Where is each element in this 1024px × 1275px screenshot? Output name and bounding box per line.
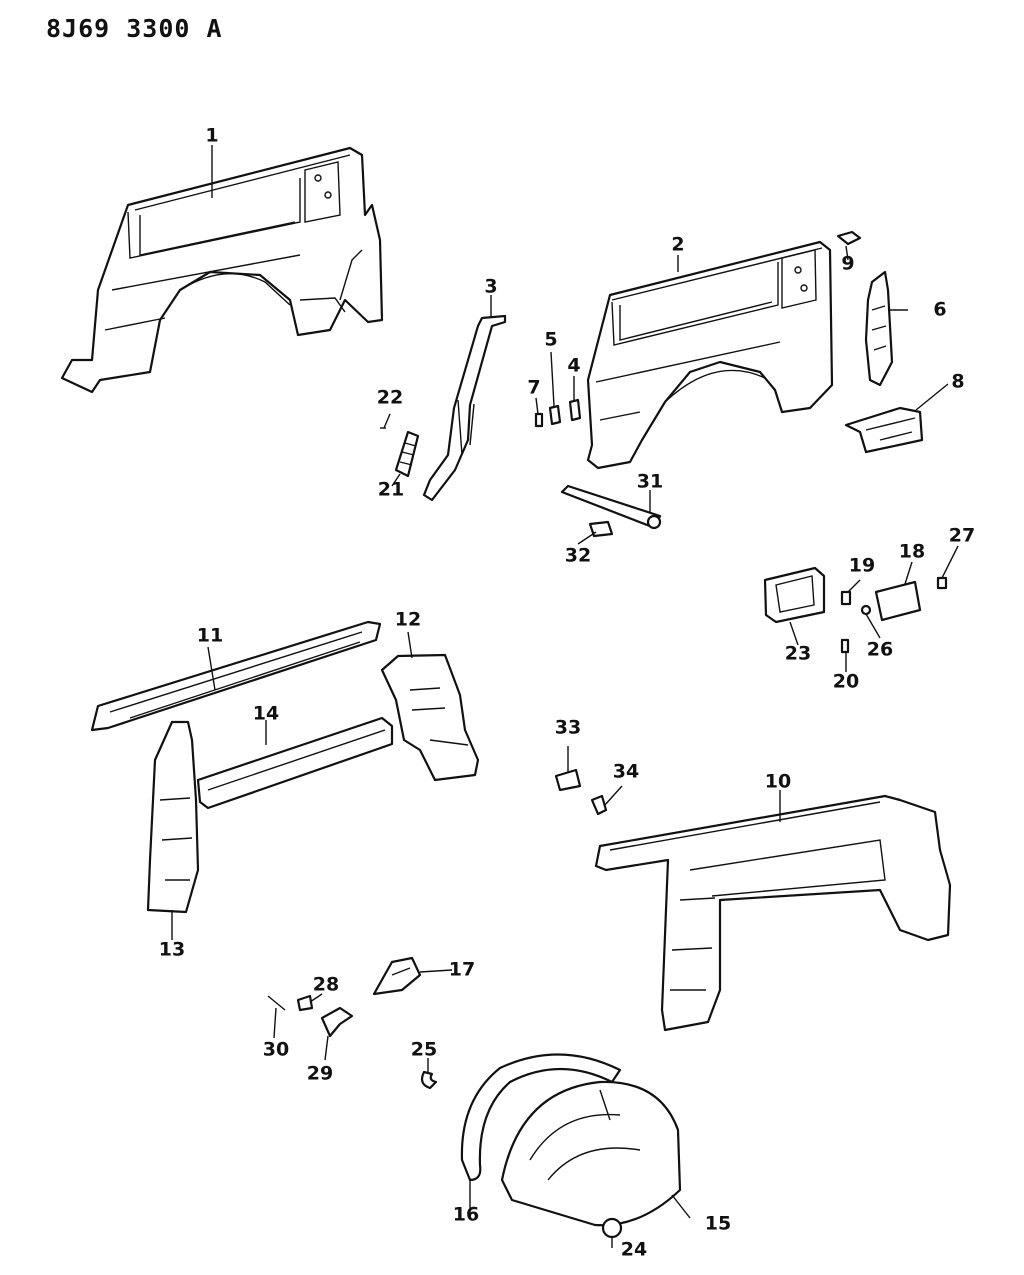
part-12-rear-corner	[380, 653, 480, 782]
callout-22: 22	[377, 387, 403, 409]
callout-9: 9	[841, 253, 854, 275]
callout-26: 26	[867, 639, 893, 661]
part-9-clip	[836, 230, 862, 246]
part-18-filler-door	[874, 580, 922, 622]
callout-29: 29	[307, 1063, 333, 1085]
part-11-upper-rail	[90, 620, 382, 732]
callout-24: 24	[621, 1239, 647, 1261]
part-20-screw	[840, 638, 850, 654]
callout-30: 30	[263, 1039, 289, 1061]
callout-15: 15	[705, 1213, 731, 1235]
callout-4: 4	[567, 355, 580, 377]
part-13-pillar	[146, 720, 200, 914]
part-25-clip	[420, 1070, 438, 1090]
callout-17: 17	[449, 959, 475, 981]
part-10-frame-assembly	[594, 794, 952, 1032]
callout-10: 10	[765, 771, 791, 793]
part-3-pillar-bracket	[422, 314, 507, 502]
part-14-sill-panel	[196, 716, 394, 810]
part-16-wheelhouse-flange	[460, 1053, 622, 1182]
part-19-screw	[840, 590, 852, 606]
callout-12: 12	[395, 609, 421, 631]
part-28-nut	[296, 994, 314, 1012]
callout-1: 1	[205, 125, 218, 147]
leader-lines	[171, 145, 959, 1248]
callout-2: 2	[671, 234, 684, 256]
part-5-clip	[548, 404, 562, 426]
part-21-spring	[394, 430, 420, 478]
part-17-bracket	[372, 956, 422, 996]
part-7-screw	[534, 412, 544, 428]
part-2-quarter-panel-right	[586, 240, 834, 470]
callout-13: 13	[159, 939, 185, 961]
callout-11: 11	[197, 625, 223, 647]
callout-27: 27	[949, 525, 975, 547]
part-24-plug	[601, 1217, 623, 1239]
callout-6: 6	[933, 299, 946, 321]
part-26-bumper	[860, 604, 872, 616]
part-31-rod	[560, 484, 662, 530]
part-6-corner-pillar	[864, 270, 894, 387]
callout-25: 25	[411, 1039, 437, 1061]
part-8-bracket	[844, 406, 924, 454]
callout-32: 32	[565, 545, 591, 567]
part-30-bolt	[267, 995, 286, 1011]
callout-23: 23	[785, 643, 811, 665]
callout-21: 21	[378, 479, 404, 501]
callout-33: 33	[555, 717, 581, 739]
callout-20: 20	[833, 671, 859, 693]
part-1-quarter-panel-left	[60, 146, 384, 394]
part-27-screw	[936, 576, 948, 590]
callout-28: 28	[313, 974, 339, 996]
callout-31: 31	[637, 471, 663, 493]
callout-19: 19	[849, 555, 875, 577]
callout-7: 7	[527, 377, 540, 399]
callout-8: 8	[951, 371, 964, 393]
part-15-inner-wheelhouse	[500, 1080, 682, 1227]
part-34-bolt	[590, 794, 608, 816]
callout-3: 3	[484, 276, 497, 298]
callout-16: 16	[453, 1204, 479, 1226]
part-4-clip	[568, 398, 582, 422]
diagram-code: 8J69 3300 A	[46, 14, 223, 43]
part-29-bracket	[320, 1006, 354, 1038]
callout-14: 14	[253, 703, 279, 725]
part-33-plug	[554, 768, 582, 792]
callout-5: 5	[544, 329, 557, 351]
callout-18: 18	[899, 541, 925, 563]
part-23-filler-housing	[763, 566, 826, 624]
callout-34: 34	[613, 761, 639, 783]
